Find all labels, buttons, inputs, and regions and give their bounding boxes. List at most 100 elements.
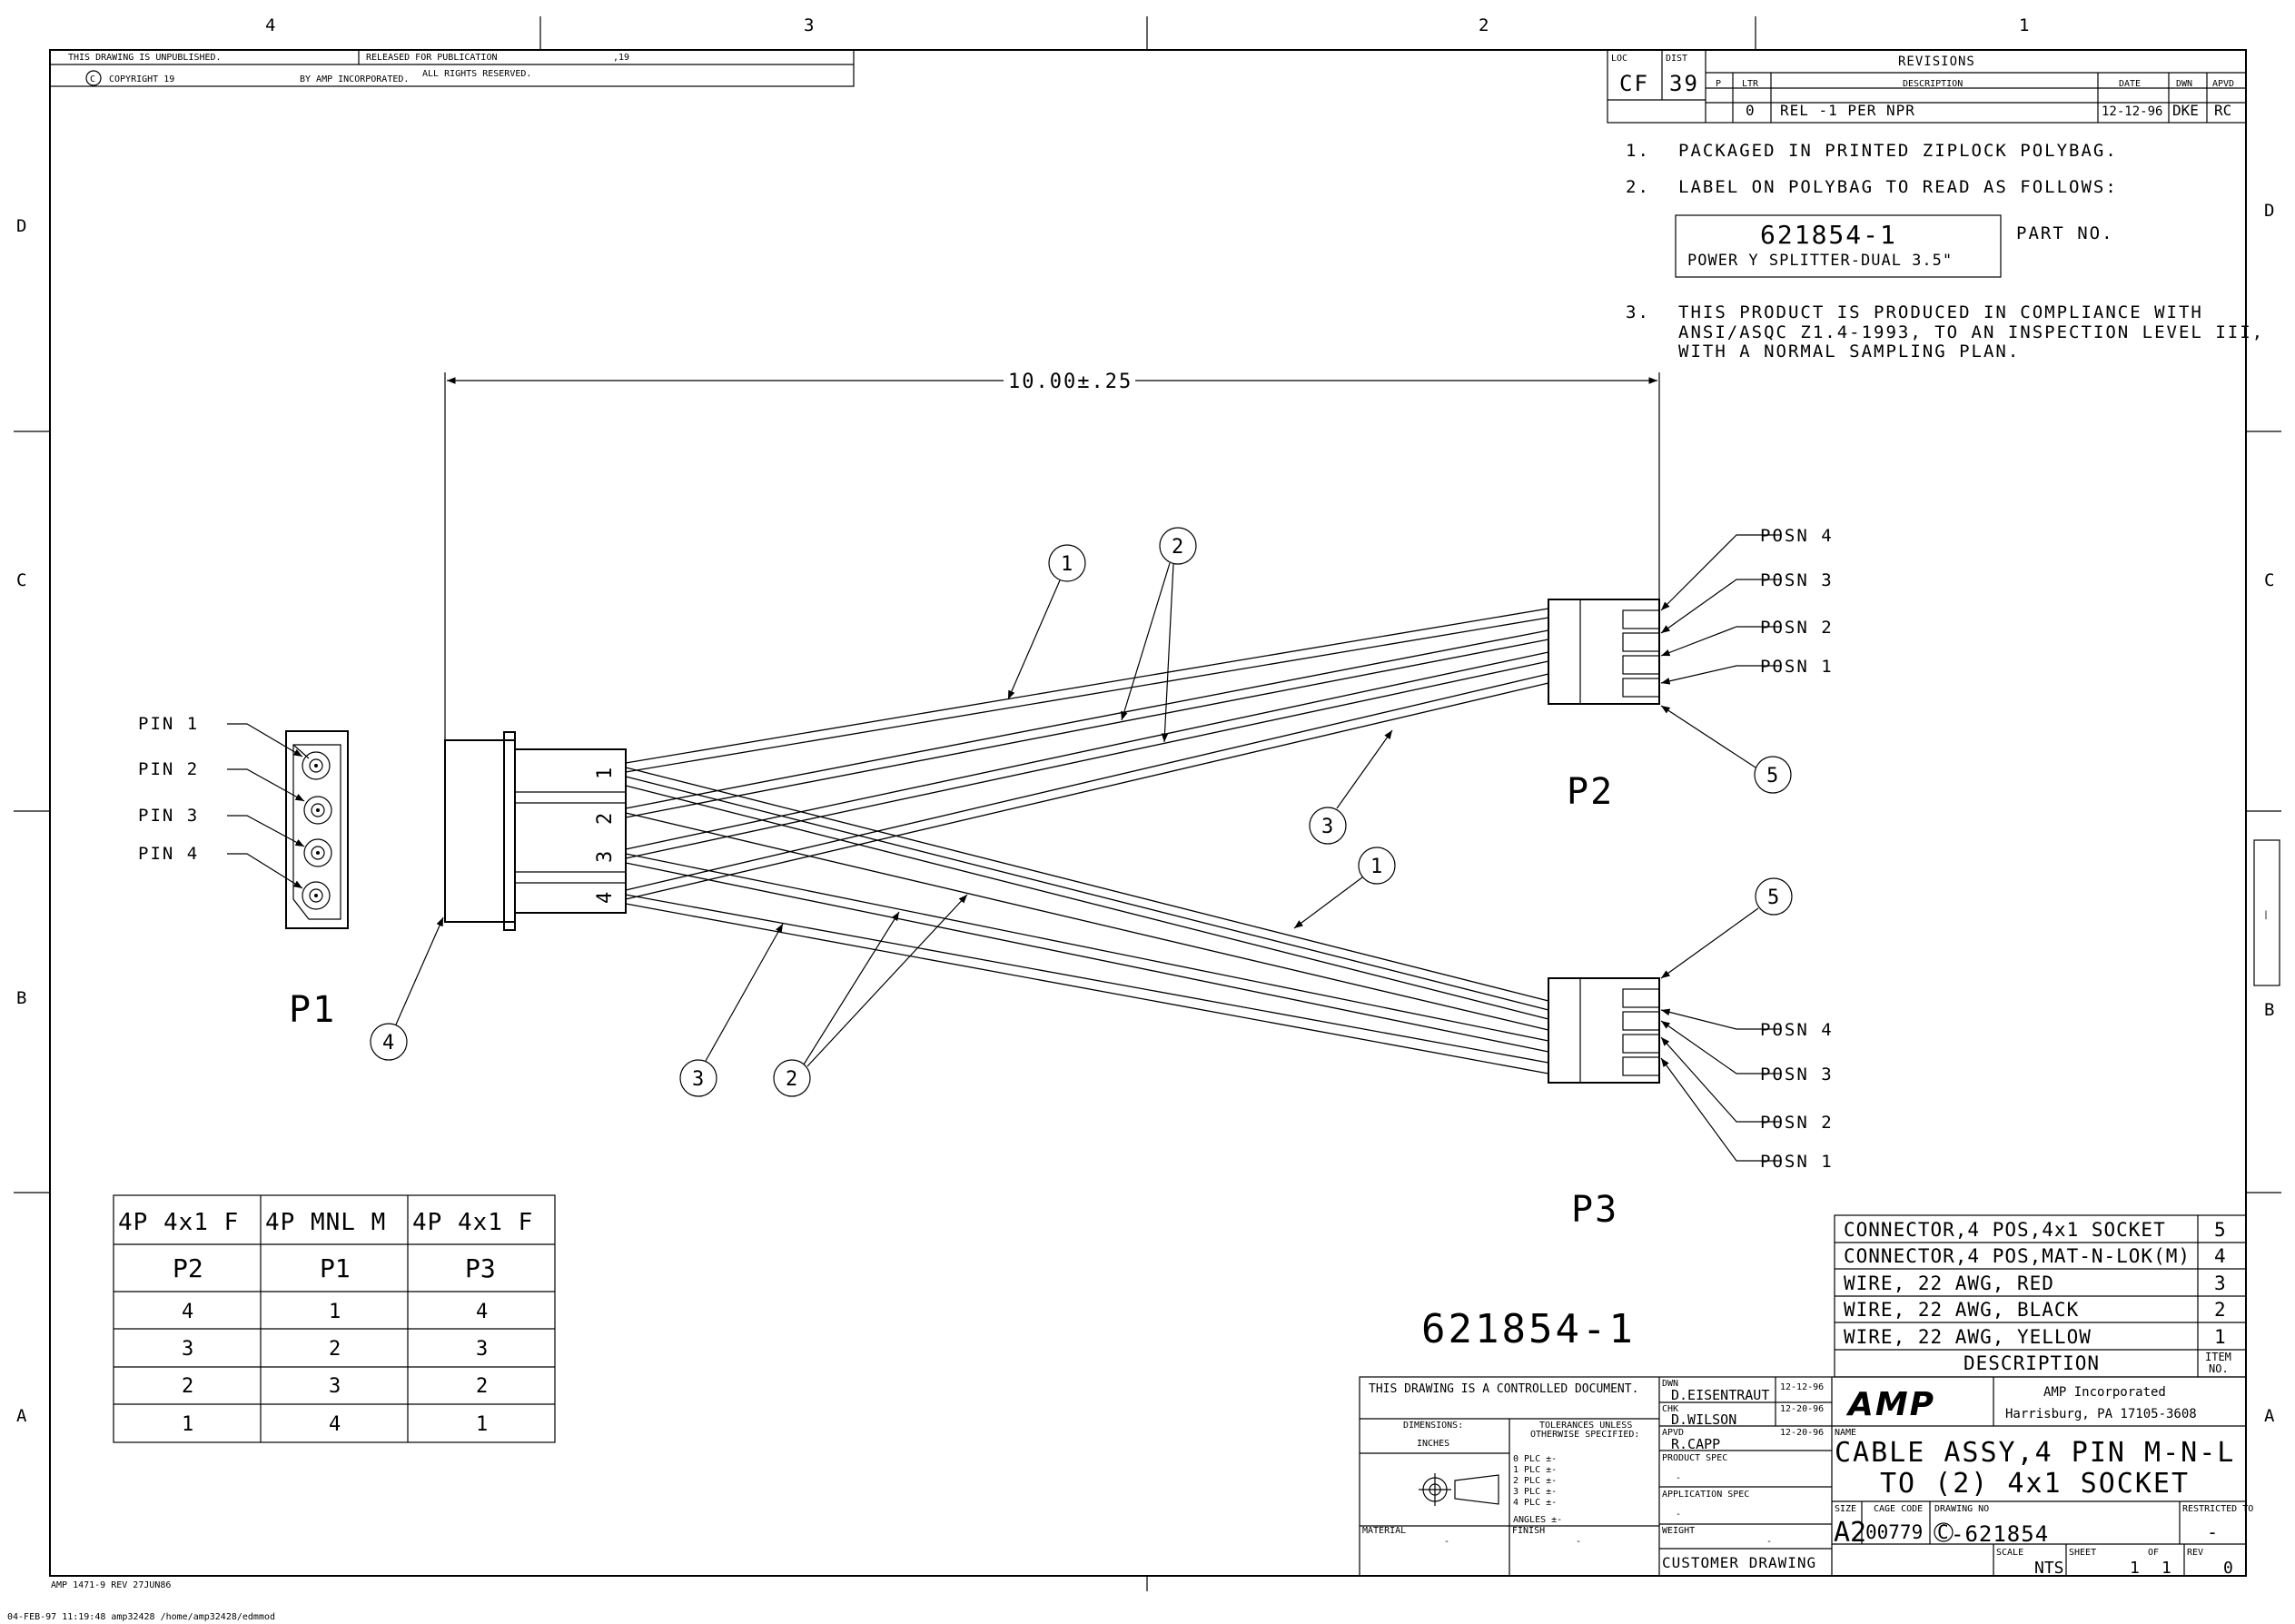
balloon-item-1-lower: 1 [1293, 847, 1396, 929]
rev-dwn-label: DWN [2176, 79, 2192, 89]
company-address: Harrisburg, PA 17105-3608 [2005, 1407, 2197, 1421]
sheet-border: | [14, 16, 2281, 1591]
tol-row: 2 PLC ±- [1513, 1476, 1557, 1486]
polybag-label-box [1675, 214, 2002, 278]
p2-posn-2: POSN 2 [1760, 618, 1834, 638]
p1-cavity-4: 4 [594, 892, 617, 904]
zone-row-b-right: B [2264, 1000, 2276, 1020]
zone-row-b-left: B [16, 988, 28, 1008]
dimensions-label: DIMENSIONS: [1403, 1421, 1463, 1431]
tol-row: ANGLES ±- [1513, 1515, 1562, 1525]
copyright-text: COPYRIGHT 19 [109, 74, 174, 84]
balloon-item-1-upper: 1 [1007, 544, 1086, 700]
balloon-item-3-lower: 3 [679, 923, 784, 1097]
balloon-item-5-lower: 5 [1660, 877, 1793, 979]
rights-text: ALL RIGHTS RESERVED. [422, 69, 531, 79]
balloon-item-1-lower-text: 1 [1370, 856, 1382, 878]
note-2-text: LABEL ON POLYBAG TO READ AS FOLLOWS: [1678, 177, 2118, 197]
rev-value: 0 [2223, 1559, 2233, 1578]
rev-row-date: 12-12-96 [2102, 104, 2162, 119]
bom-desc: WIRE, 22 AWG, RED [1844, 1272, 2054, 1294]
apvd-label: APVD [1662, 1428, 1684, 1438]
note-3-num: 3. [1626, 302, 1650, 322]
balloon-item-5-upper-text: 5 [1766, 765, 1778, 787]
balloon-item-4: 4 [370, 916, 444, 1061]
pin-2-label: PIN 2 [138, 759, 199, 779]
drawing-title-line-2: TO (2) 4x1 SOCKET [1880, 1468, 2190, 1500]
pin-table-cell: 2 [182, 1375, 193, 1398]
pin-table-sub-p3: P3 [465, 1253, 496, 1283]
pin-table-cell: 3 [182, 1338, 193, 1361]
tolerances-line-1: TOLERANCES UNLESS [1539, 1421, 1632, 1431]
dimension-value: 10.00±.25 [1008, 371, 1133, 393]
chk-date: 12-20-96 [1780, 1404, 1824, 1414]
bom-desc: WIRE, 22 AWG, BLACK [1844, 1299, 2079, 1321]
part-no-label: PART NO. [2016, 223, 2114, 243]
zone-row-d-left: D [16, 216, 28, 236]
tol-row: 4 PLC ±- [1513, 1498, 1557, 1508]
cage-code-value: 00779 [1865, 1521, 1923, 1543]
rev-row-dwn: DKE [2172, 102, 2199, 119]
product-spec-value: - [1676, 1473, 1681, 1483]
overall-length-dimension: 10.00±.25 [444, 371, 1660, 922]
p3-connector: POSN 4 POSN 3 POSN 2 POSN 1 P3 [1548, 977, 1832, 1231]
note-3-line-1: THIS PRODUCT IS PRODUCED IN COMPLIANCE W… [1678, 302, 2203, 322]
zone-row-c-left: C [16, 570, 28, 590]
drawing-no-prefix: C [1937, 1521, 1949, 1543]
released-year: ,19 [613, 53, 629, 63]
p2-connector: POSN 4 POSN 3 POSN 2 POSN 1 P2 [1548, 526, 1834, 813]
bom-item-header-2: NO. [2209, 1362, 2229, 1375]
controlled-doc: THIS DRAWING IS A CONTROLLED DOCUMENT. [1369, 1382, 1638, 1396]
pin-table-cell: 2 [329, 1338, 341, 1361]
dist-label: DIST [1666, 54, 1687, 64]
zone-labels: 4 3 2 1 D C B A D C B A [16, 15, 2276, 1426]
pin-table-header-p2: 4P 4x1 F [118, 1209, 239, 1236]
apvd-name: R.CAPP [1671, 1436, 1720, 1452]
application-spec-value: - [1676, 1510, 1681, 1520]
notes: 1. PACKAGED IN PRINTED ZIPLOCK POLYBAG. … [1626, 141, 2264, 361]
dwn-name: D.EISENTRAUT [1671, 1387, 1769, 1403]
pin-4-label: PIN 4 [138, 844, 199, 864]
amp-logo: AMP [1845, 1386, 1981, 1423]
note-3-line-2: ANSI/ASQC Z1.4-1993, TO AN INSPECTION LE… [1678, 322, 2264, 342]
pin-table-cell: 4 [182, 1301, 193, 1323]
balloon-item-3-upper-text: 3 [1321, 816, 1333, 838]
p1-pin-2 [303, 796, 332, 825]
drawing-size-c-circle [1934, 1522, 1954, 1542]
sheet-label: SHEET [2069, 1548, 2096, 1558]
rev-row-apvd: RC [2214, 102, 2231, 119]
loc-value: CF [1619, 71, 1649, 96]
bill-of-materials: CONNECTOR,4 POS,4x1 SOCKET 5 CONNECTOR,4… [1834, 1214, 2247, 1378]
label-description: POWER Y SPLITTER-DUAL 3.5" [1687, 252, 1953, 270]
scale-value: NTS [2034, 1559, 2064, 1578]
material-value: - [1444, 1537, 1449, 1547]
pin-table-cell: 3 [476, 1338, 488, 1361]
p2-posn-1: POSN 1 [1760, 657, 1834, 677]
note-3-line-3: WITH A NORMAL SAMPLING PLAN. [1678, 342, 2020, 361]
zone-col-1: 1 [2019, 15, 2031, 35]
tolerances-line-2: OTHERWISE SPECIFIED: [1530, 1430, 1639, 1440]
balloon-item-5-upper: 5 [1660, 705, 1792, 794]
balloon-item-4-text: 4 [382, 1032, 394, 1055]
rev-label: REV [2187, 1548, 2203, 1558]
pin-table: 4P 4x1 F 4P MNL M 4P 4x1 F P2 P1 P3 4 1 … [113, 1194, 556, 1443]
chk-name: D.WILSON [1671, 1411, 1736, 1428]
label-part-number: 621854-1 [1760, 220, 1897, 250]
zone-col-4: 4 [265, 15, 277, 35]
revisions-block: LOC CF DIST 39 REVISIONS P LTR DESCRIPTI… [1607, 49, 2247, 124]
weight-value: - [1766, 1537, 1772, 1547]
tol-row: 3 PLC ±- [1513, 1487, 1557, 1497]
zone-row-a-left: A [16, 1406, 28, 1426]
finish-value: - [1576, 1537, 1581, 1547]
balloon-item-3-upper: 3 [1309, 729, 1393, 845]
apvd-date: 12-20-96 [1780, 1428, 1824, 1438]
p1-front-view: PIN 1 PIN 2 PIN 3 PIN 4 P1 [138, 714, 349, 1031]
pin-table-cell: 1 [182, 1413, 193, 1436]
unpublished-text: THIS DRAWING IS UNPUBLISHED. [68, 53, 222, 63]
pin-table-cell: 4 [329, 1413, 341, 1436]
dist-value: 39 [1669, 71, 1699, 96]
balloon-item-1-upper-text: 1 [1061, 553, 1073, 576]
drawing-no-label: DRAWING NO [1934, 1504, 1989, 1514]
pin-table-cell: 3 [329, 1375, 341, 1398]
